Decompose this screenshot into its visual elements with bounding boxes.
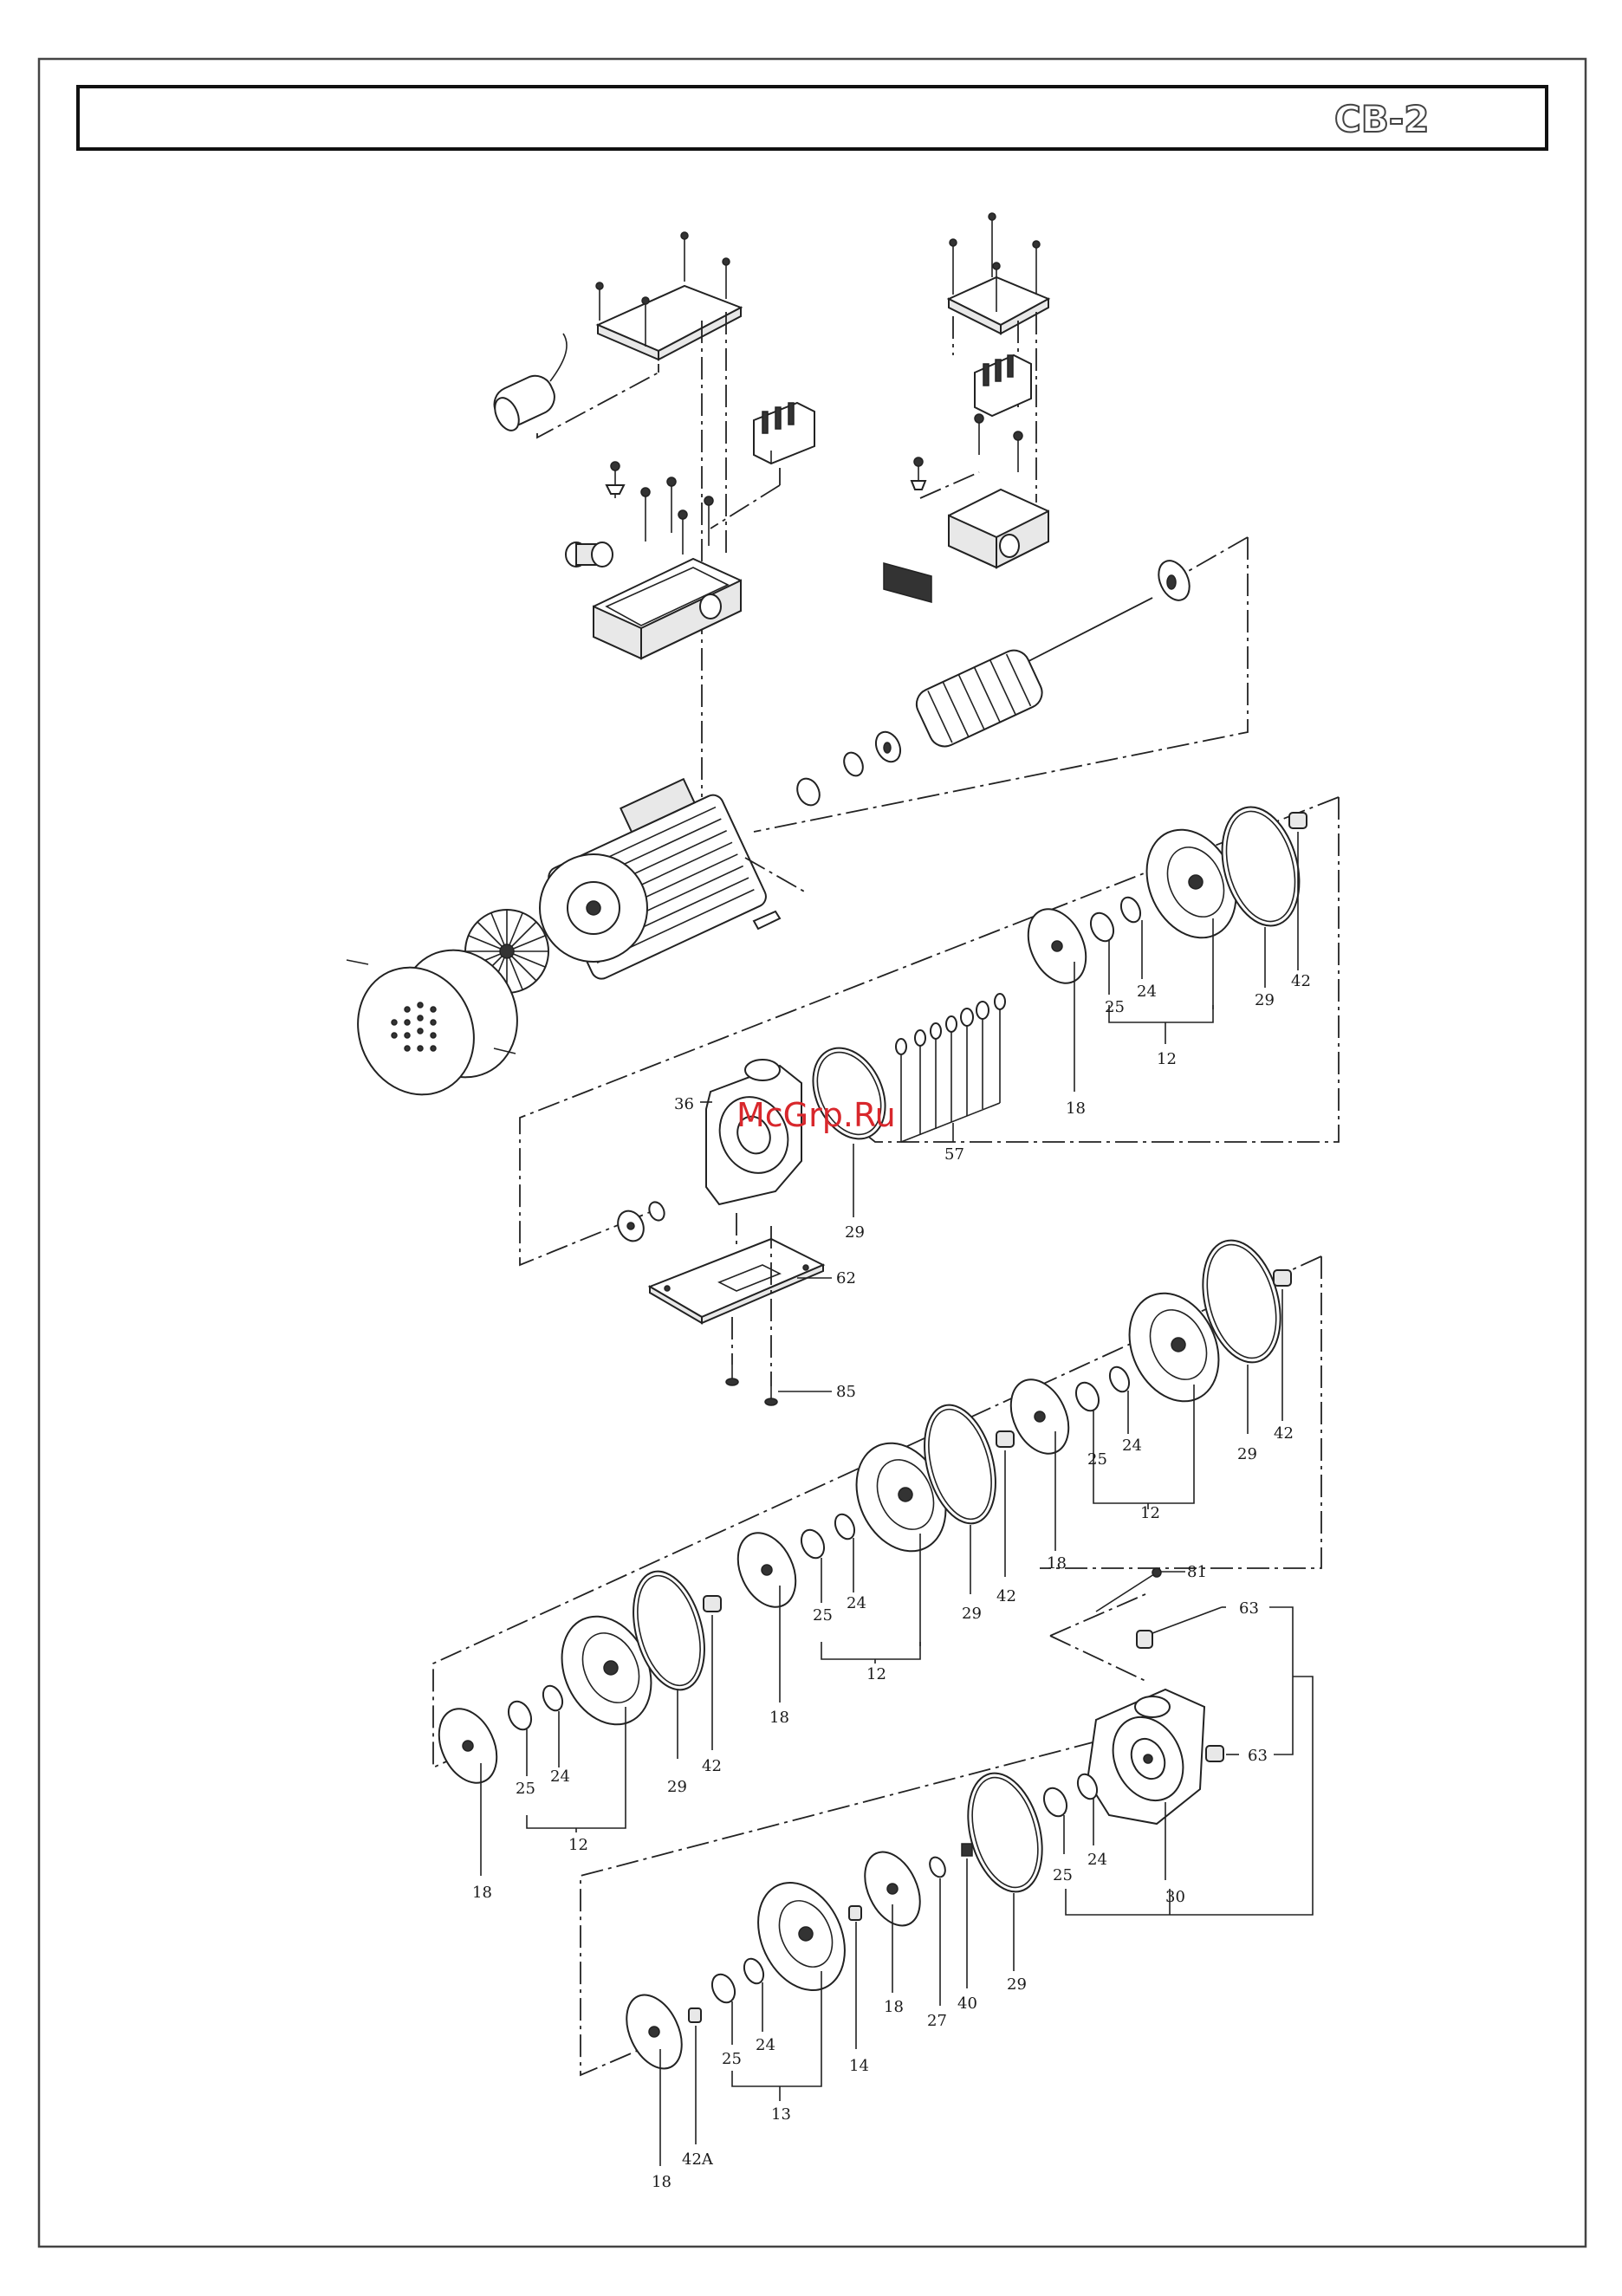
- label-24: 24: [847, 1594, 866, 1612]
- label-12: 12: [1140, 1504, 1160, 1522]
- label-29: 29: [1255, 991, 1275, 1009]
- label-24: 24: [1087, 1851, 1107, 1869]
- label-62: 62: [836, 1269, 856, 1287]
- label-12: 12: [866, 1665, 886, 1683]
- label-25: 25: [516, 1780, 535, 1798]
- label-42: 42: [702, 1757, 722, 1775]
- label-25: 25: [1105, 998, 1125, 1016]
- label-63: 63: [1248, 1747, 1268, 1765]
- label-18: 18: [1047, 1554, 1067, 1573]
- label-25: 25: [1053, 1866, 1073, 1884]
- stage-row-1: [1017, 799, 1312, 1092]
- label-29: 29: [1007, 1975, 1027, 1994]
- label-14: 14: [849, 2057, 869, 2075]
- label-63: 63: [1239, 1599, 1259, 1618]
- label-18: 18: [884, 1998, 904, 2016]
- label-12: 12: [1157, 1050, 1177, 1068]
- label-42: 42: [1291, 972, 1311, 990]
- label-29: 29: [667, 1778, 687, 1796]
- label-40: 40: [957, 1994, 977, 2013]
- label-42A: 42A: [682, 2150, 714, 2169]
- label-42: 42: [1274, 1424, 1294, 1443]
- label-29: 29: [845, 1223, 865, 1242]
- label-36: 36: [674, 1095, 694, 1113]
- header-box: [78, 87, 1547, 149]
- label-25: 25: [722, 2050, 742, 2068]
- label-27: 27: [927, 2012, 947, 2030]
- label-12: 12: [568, 1836, 588, 1854]
- label-57: 57: [944, 1145, 964, 1164]
- motor-housing: [337, 769, 806, 1114]
- label-18: 18: [769, 1709, 789, 1727]
- label-24: 24: [1137, 983, 1157, 1001]
- label-24: 24: [550, 1767, 570, 1786]
- label-13: 13: [771, 2105, 791, 2124]
- label-29: 29: [962, 1605, 982, 1623]
- label-18: 18: [472, 1884, 492, 1902]
- label-25: 25: [1087, 1450, 1107, 1469]
- label-81: 81: [1187, 1563, 1207, 1581]
- header-code: CB-2: [1334, 98, 1430, 140]
- label-24: 24: [1122, 1437, 1142, 1455]
- label-18: 18: [1066, 1099, 1086, 1118]
- label-30: 30: [1165, 1888, 1185, 1906]
- watermark: McGrp.Ru: [736, 1096, 896, 1134]
- label-24: 24: [756, 2036, 775, 2054]
- junction-box-right: [884, 213, 1048, 602]
- label-42: 42: [996, 1587, 1016, 1605]
- label-29: 29: [1237, 1445, 1257, 1463]
- label-85: 85: [836, 1383, 856, 1401]
- label-18: 18: [652, 2173, 672, 2191]
- label-25: 25: [813, 1606, 833, 1625]
- junction-box-left: [489, 232, 814, 797]
- rotor-shaft: [754, 537, 1248, 832]
- part-labels: 36 57 29 62 85 18 25 24 12 29 42 18 25 2…: [472, 972, 1311, 2191]
